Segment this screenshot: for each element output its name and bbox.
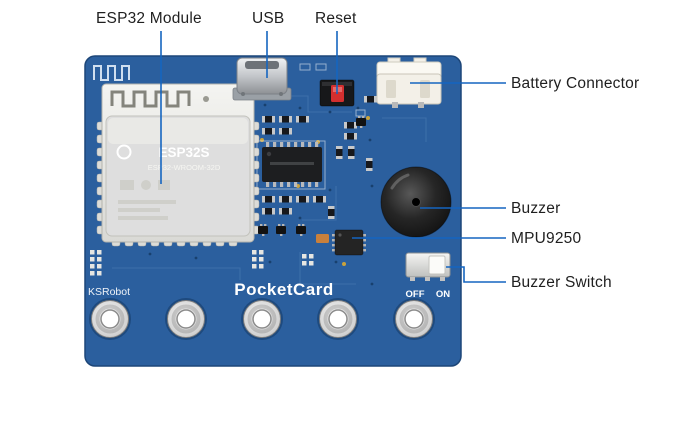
module-marking-line1: ESP32S xyxy=(158,145,209,160)
buzzer-switch xyxy=(405,252,451,281)
board-name-text: PocketCard xyxy=(234,280,333,299)
label-battery-connector: Battery Connector xyxy=(511,75,640,92)
module-logo-icon xyxy=(116,144,132,160)
silkscreen-antenna-mark xyxy=(93,65,130,81)
module-certification-marks xyxy=(118,180,176,220)
mounting-hole-2 xyxy=(165,298,207,340)
module-marking-line2: ESP32-WROOM-32D xyxy=(148,163,221,172)
tantalum-cap xyxy=(316,234,329,243)
label-buzzer-switch: Buzzer Switch xyxy=(511,274,612,291)
label-buzzer: Buzzer xyxy=(511,200,561,217)
label-usb: USB xyxy=(252,10,285,27)
mpu9250-chip xyxy=(332,229,366,256)
battery-connector xyxy=(376,57,442,108)
esp32-shield xyxy=(105,115,251,237)
buzzer xyxy=(380,166,452,238)
switch-off-text: OFF xyxy=(406,289,425,300)
smd-components xyxy=(258,96,377,243)
mounting-hole-3 xyxy=(241,298,283,340)
switch-lever xyxy=(428,255,446,275)
soic-chip xyxy=(262,142,322,187)
label-reset: Reset xyxy=(315,10,357,27)
module-antenna-icon xyxy=(110,90,191,108)
through-hole-pads xyxy=(90,250,314,276)
mounting-hole-5 xyxy=(393,298,435,340)
switch-on-text: ON xyxy=(436,289,450,300)
brand-text: KSRobot xyxy=(88,286,130,298)
mounting-hole-1 xyxy=(89,298,131,340)
usb-connector xyxy=(232,57,292,101)
label-mpu9250: MPU9250 xyxy=(511,230,582,247)
mounting-hole-4 xyxy=(317,298,359,340)
esp32-module: ESP32S ESP32-WROOM-32D xyxy=(96,83,260,247)
callout-line-switch xyxy=(446,266,506,283)
label-esp32-module: ESP32 Module xyxy=(96,10,202,27)
